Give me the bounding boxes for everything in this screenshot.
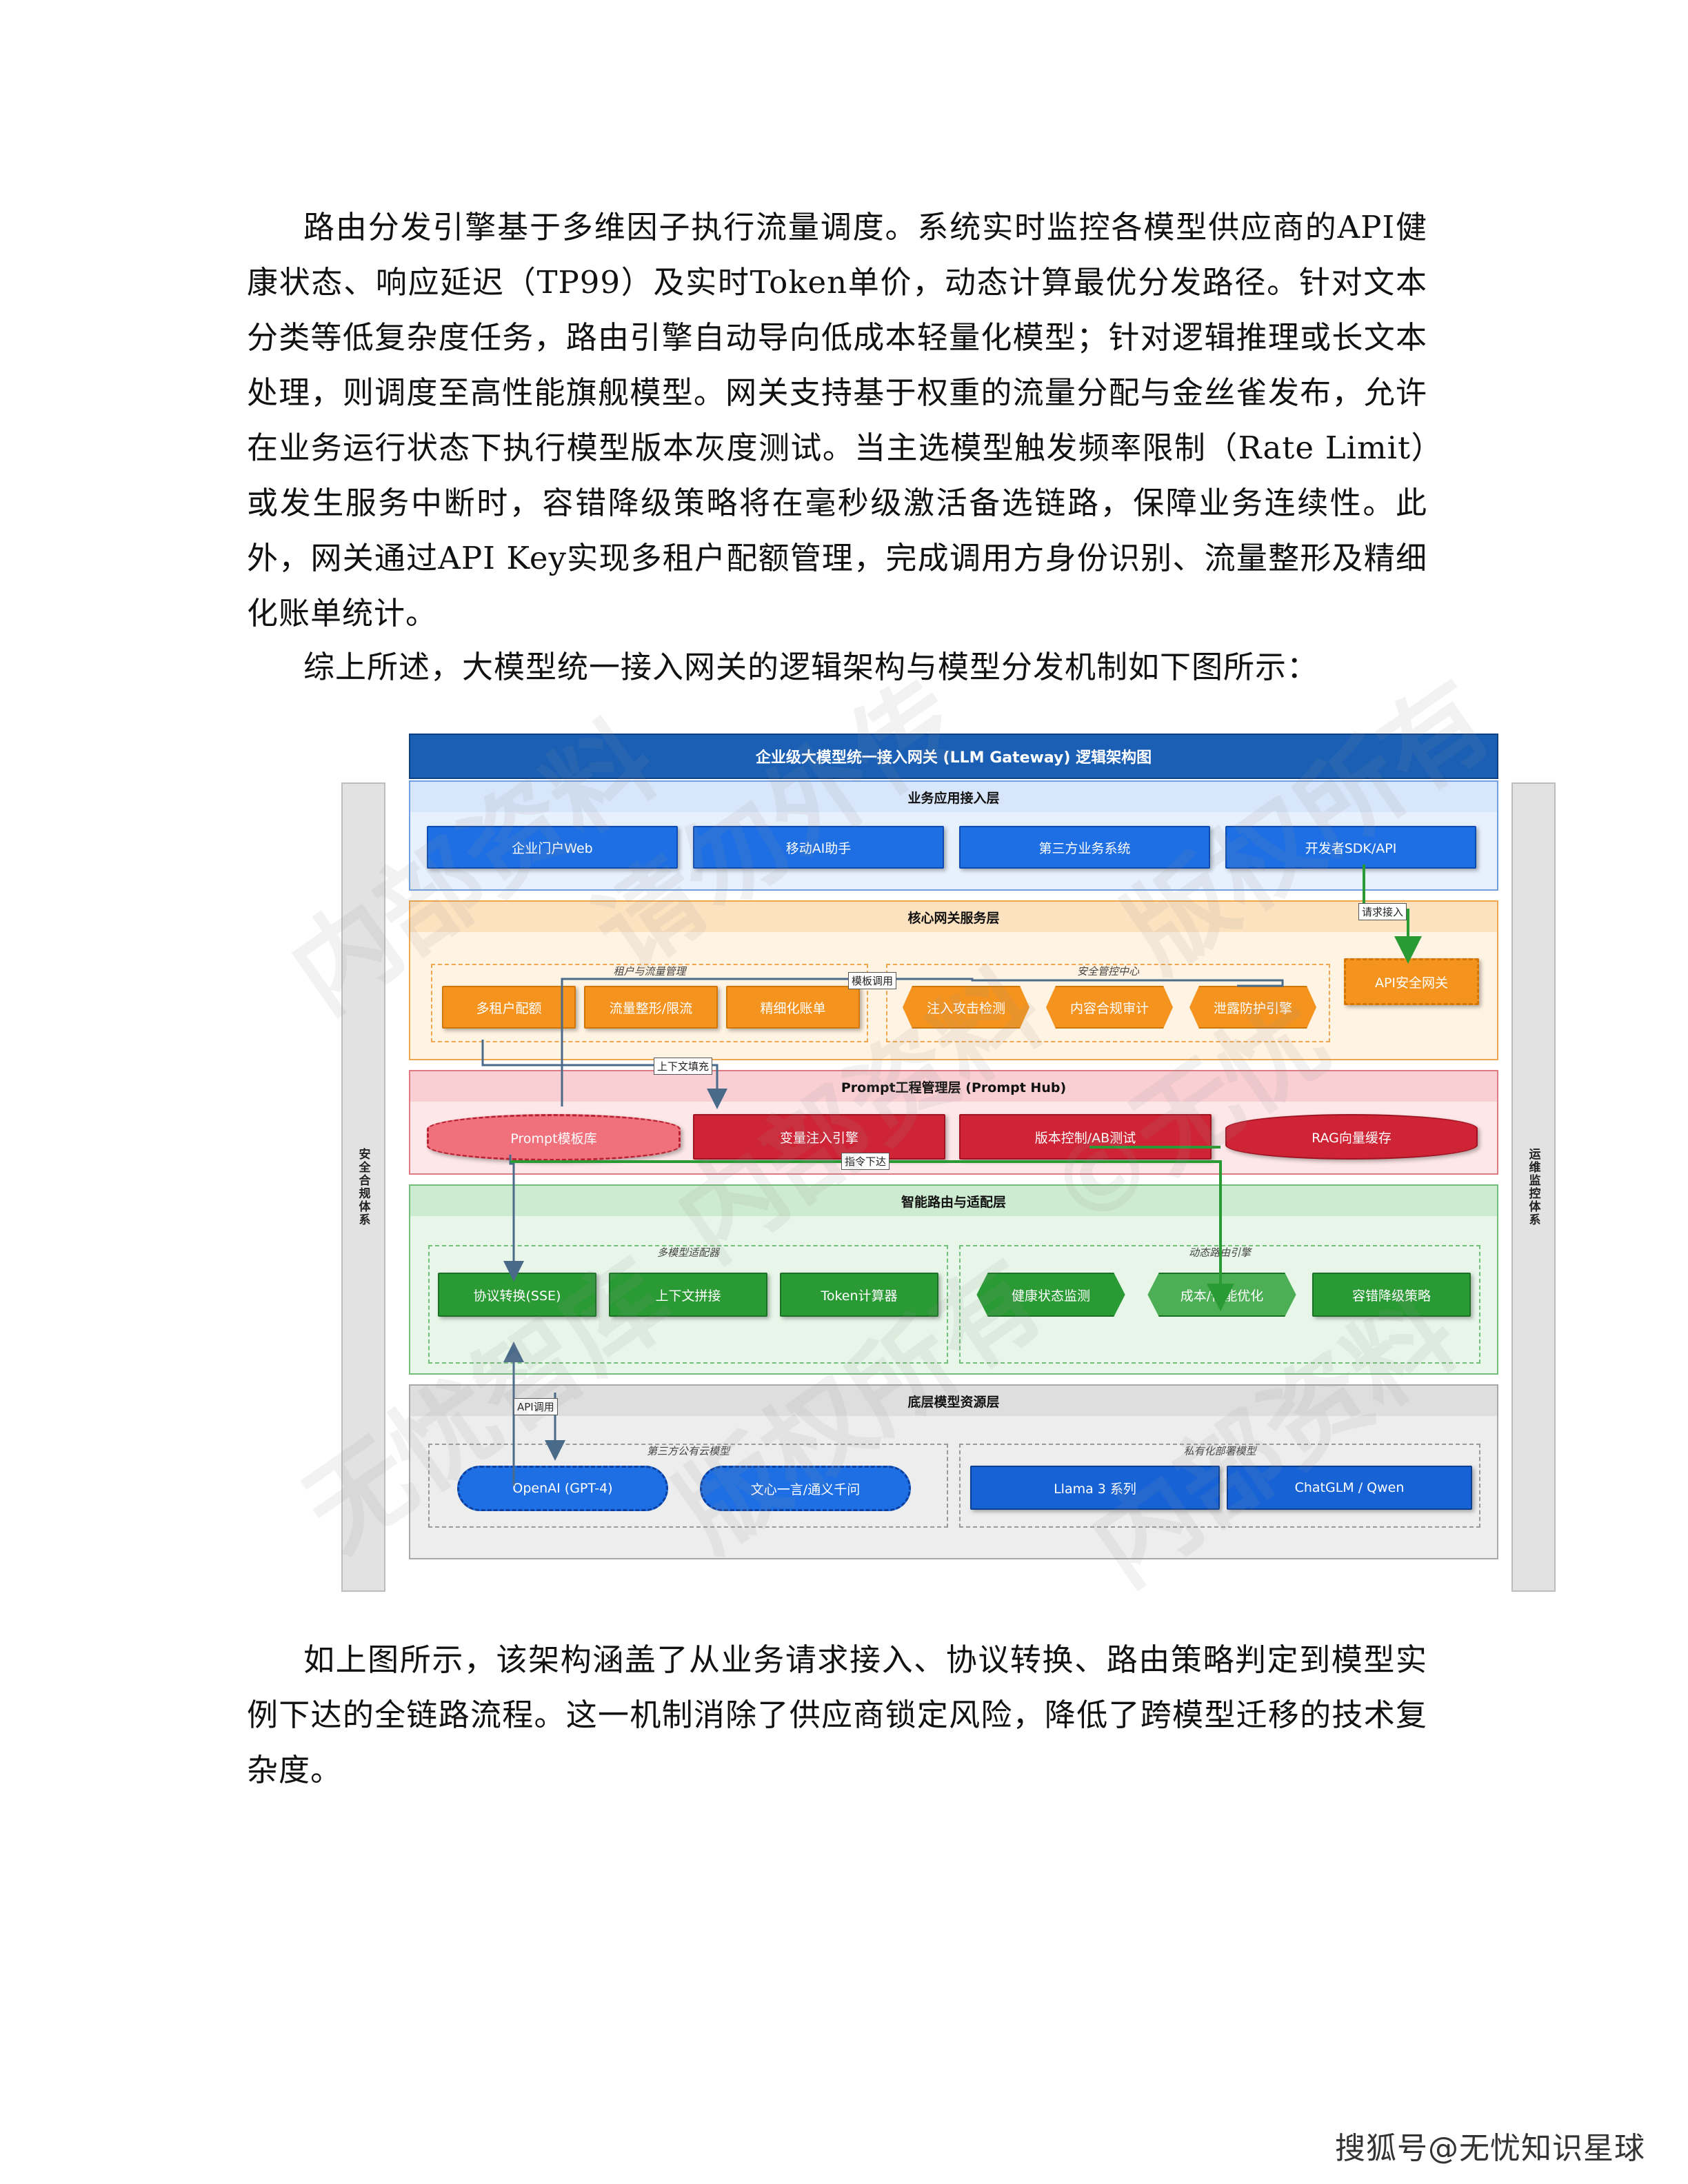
- edge-label-template-call: 模板调用: [848, 972, 897, 989]
- core-item-billing: 精细化账单: [726, 986, 860, 1029]
- edge-label-command-issue: 指令下达: [841, 1153, 890, 1170]
- routing-item-health-monitor: 健康状态监测: [976, 1273, 1125, 1317]
- edge-label-context-fill: 上下文填充: [654, 1058, 713, 1075]
- layer-core-title: 核心网关服务层: [410, 902, 1497, 932]
- flow-arrows: [481, 865, 1422, 1486]
- edge-label-api-call: API调用: [514, 1398, 558, 1415]
- model-llama3: Llama 3 系列: [970, 1466, 1220, 1510]
- diagram-title: 企业级大模型统一接入网关 (LLM Gateway) 逻辑架构图: [409, 734, 1498, 779]
- routing-item-fallback: 容错降级策略: [1312, 1273, 1471, 1317]
- arrow-context-fill: [481, 1040, 727, 1109]
- layer-prompt: Prompt工程管理层 (Prompt Hub) Prompt模板库 变量注入引…: [409, 1070, 1498, 1175]
- group-security-center-label: 安全管控中心: [1076, 965, 1139, 978]
- left-sidebar-label: 安全合规体系: [356, 1148, 370, 1226]
- prompt-item-rag-cache: RAG向量缓存: [1225, 1114, 1478, 1160]
- business-item-thirdparty: 第三方业务系统: [959, 826, 1210, 869]
- model-wenxin-tongyi: 文心一言/通义千问: [700, 1466, 911, 1511]
- prompt-item-template-lib: Prompt模板库: [427, 1114, 681, 1161]
- layer-prompt-title: Prompt工程管理层 (Prompt Hub): [410, 1071, 1497, 1102]
- prompt-item-variable-inject: 变量注入引擎: [693, 1114, 945, 1160]
- right-sidebar-ops: 运维监控体系: [1511, 782, 1556, 1592]
- core-item-throttle: 流量整形/限流: [584, 986, 718, 1029]
- routing-item-token-calc: Token计算器: [780, 1273, 938, 1317]
- group-model-adapter-label: 多模型适配器: [656, 1246, 719, 1259]
- body-paragraph-summary-intro: 综上所述，大模型统一接入网关的逻辑架构与模型分发机制如下图所示：: [303, 649, 1319, 685]
- core-item-leak-protection: 泄露防护引擎: [1189, 986, 1316, 1029]
- group-security-center: 安全管控中心 注入攻击检测 内容合规审计 泄露防护引擎: [886, 964, 1330, 1042]
- arrow-template-call: [561, 978, 1284, 1106]
- layer-business: 业务应用接入层 企业门户Web 移动AI助手 第三方业务系统 开发者SDK/AP…: [409, 780, 1498, 891]
- routing-item-context-concat: 上下文拼接: [609, 1273, 767, 1317]
- business-item-sdk: 开发者SDK/API: [1225, 826, 1476, 869]
- layer-routing-title: 智能路由与适配层: [410, 1186, 1497, 1216]
- architecture-diagram: 内部资料 请勿外传 版权所有 内部资料 ©无忧 无忧智库 版权所有 内部资料 安…: [270, 659, 1614, 1613]
- group-public-cloud: 第三方公有云模型 OpenAI (GPT-4) 文心一言/通义千问: [428, 1444, 948, 1528]
- group-dynamic-routing: 动态路由引擎 健康状态监测 成本/性能优化 容错降级策略: [959, 1245, 1480, 1364]
- group-private-deploy: 私有化部署模型 Llama 3 系列 ChatGLM / Qwen: [959, 1444, 1480, 1528]
- right-sidebar-label: 运维监控体系: [1526, 1148, 1540, 1226]
- core-item-injection-detect: 注入攻击检测: [903, 986, 1029, 1029]
- edge-label-request-in: 请求接入: [1358, 903, 1407, 920]
- layer-models-title: 底层模型资源层: [410, 1386, 1497, 1416]
- layer-core: 核心网关服务层 租户与流量管理 多租户配额 流量整形/限流 精细化账单 安全管控…: [409, 900, 1498, 1060]
- left-sidebar-security: 安全合规体系: [341, 782, 385, 1592]
- group-public-cloud-label: 第三方公有云模型: [646, 1445, 730, 1457]
- group-model-adapter: 多模型适配器 协议转换(SSE) 上下文拼接 Token计算器: [428, 1245, 948, 1364]
- body-paragraph-conclusion: 如上图所示，该架构涵盖了从业务请求接入、协议转换、路由策略判定到模型实例下达的全…: [247, 1641, 1427, 1788]
- layer-routing: 智能路由与适配层 多模型适配器 协议转换(SSE) 上下文拼接 Token计算器…: [409, 1184, 1498, 1375]
- body-paragraph-routing-engine: 路由分发引擎基于多维因子执行流量调度。系统实时监控各模型供应商的API健康状态、…: [247, 209, 1427, 631]
- core-item-quota: 多租户配额: [442, 986, 576, 1029]
- group-tenant-traffic: 租户与流量管理 多租户配额 流量整形/限流 精细化账单: [431, 964, 868, 1042]
- layer-business-title: 业务应用接入层: [410, 782, 1497, 812]
- business-item-mobile: 移动AI助手: [693, 826, 944, 869]
- source-credit: 搜狐号@无忧知识星球: [1335, 2131, 1645, 2166]
- group-private-deploy-label: 私有化部署模型: [1183, 1445, 1256, 1457]
- core-item-compliance-audit: 内容合规审计: [1046, 986, 1173, 1029]
- model-openai: OpenAI (GPT-4): [457, 1466, 668, 1511]
- arrow-to-protocol: [503, 1155, 524, 1282]
- prompt-item-version-ab: 版本控制/AB测试: [959, 1114, 1212, 1160]
- group-tenant-traffic-label: 租户与流量管理: [613, 965, 686, 978]
- arrow-command-issue: [510, 1160, 1234, 1311]
- layer-models: 底层模型资源层 第三方公有云模型 OpenAI (GPT-4) 文心一言/通义千…: [409, 1384, 1498, 1559]
- model-chatglm-qwen: ChatGLM / Qwen: [1227, 1466, 1472, 1510]
- business-item-web: 企业门户Web: [427, 826, 678, 869]
